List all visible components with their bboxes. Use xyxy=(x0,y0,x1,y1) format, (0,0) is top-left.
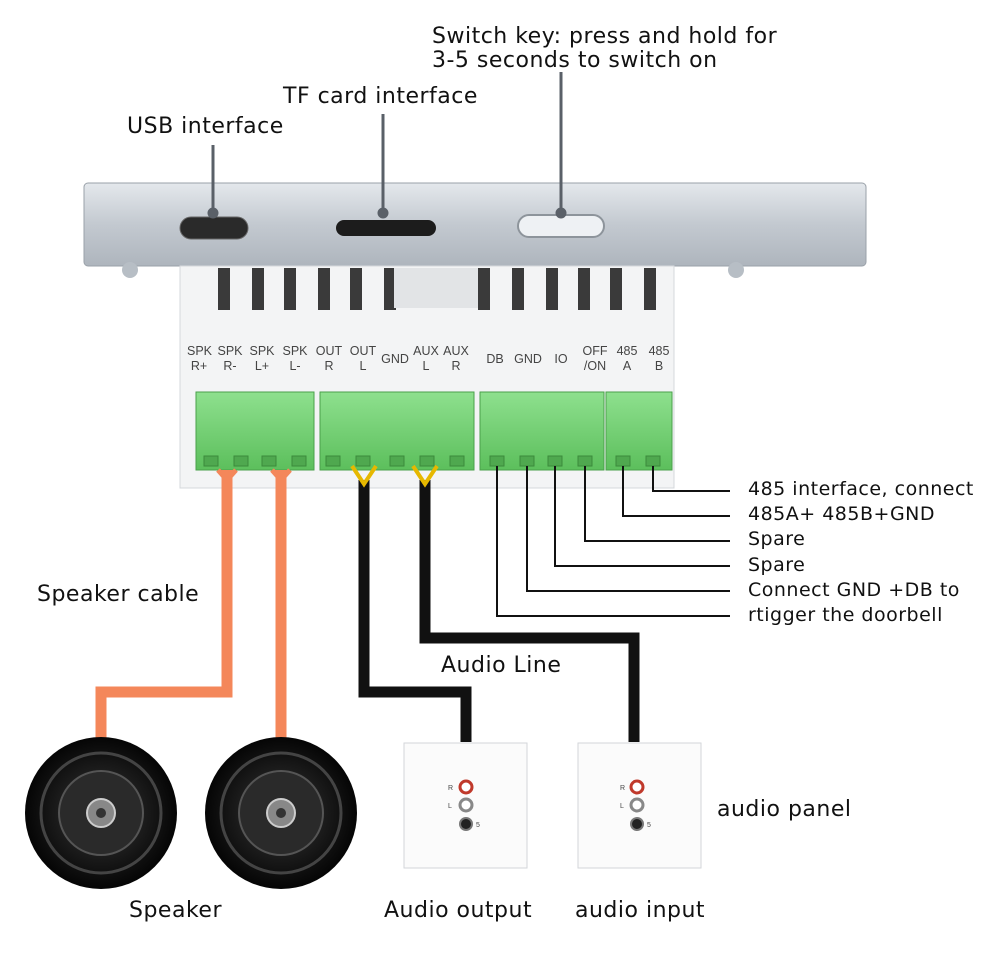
speaker-cables xyxy=(95,468,292,742)
jack-letter-5: 5 xyxy=(476,822,480,829)
jack-letter-l: L xyxy=(620,803,624,810)
speaker-left xyxy=(25,737,177,889)
note-485-wiring: 485A+ 485B+GND xyxy=(748,503,936,525)
speaker-right xyxy=(205,737,357,889)
control-wires xyxy=(496,466,730,617)
audio-output-label: Audio output xyxy=(384,898,533,923)
tf-card-callout: TF card interface xyxy=(283,84,478,109)
audio-panel-label: audio panel xyxy=(717,797,852,822)
note-doorbell-line1: Connect GND +DB to xyxy=(748,579,960,601)
jack-letter-5: 5 xyxy=(647,822,651,829)
note-spare-1: Spare xyxy=(748,528,806,550)
callout-leaders xyxy=(207,72,567,219)
speaker-label: Speaker xyxy=(129,898,222,923)
device-faceplate xyxy=(83,182,867,278)
audio-panel-output xyxy=(403,742,528,869)
audio-line-label: Audio Line xyxy=(441,653,562,678)
audio-input-label: audio input xyxy=(575,898,706,923)
tf-card-slot xyxy=(336,220,436,236)
terminal-label-gnd-2: GND xyxy=(514,352,542,366)
jack-letter-r: R xyxy=(620,785,626,792)
terminal-label-off-on: OFF/ON xyxy=(582,344,608,373)
switch-key-callout-line2: 3-5 seconds to switch on xyxy=(432,48,718,73)
speaker-cable-label: Speaker cable xyxy=(37,582,200,607)
note-doorbell-line2: rtigger the doorbell xyxy=(748,604,943,626)
note-spare-2: Spare xyxy=(748,554,806,576)
usb-callout: USB interface xyxy=(127,114,284,139)
terminal-label-io: IO xyxy=(554,352,568,366)
terminal-blocks xyxy=(195,391,673,471)
usb-port xyxy=(179,216,249,240)
jack-letter-l: L xyxy=(448,803,452,810)
switch-key-callout-line1: Switch key: press and hold for xyxy=(432,24,778,49)
note-485-interface: 485 interface, connect xyxy=(748,478,974,500)
terminal-label-db: DB xyxy=(486,352,504,366)
audio-panel-input xyxy=(577,742,702,869)
terminal-label-gnd: GND xyxy=(381,352,409,366)
audio-cables xyxy=(350,464,640,742)
jack-letter-r: R xyxy=(448,785,454,792)
